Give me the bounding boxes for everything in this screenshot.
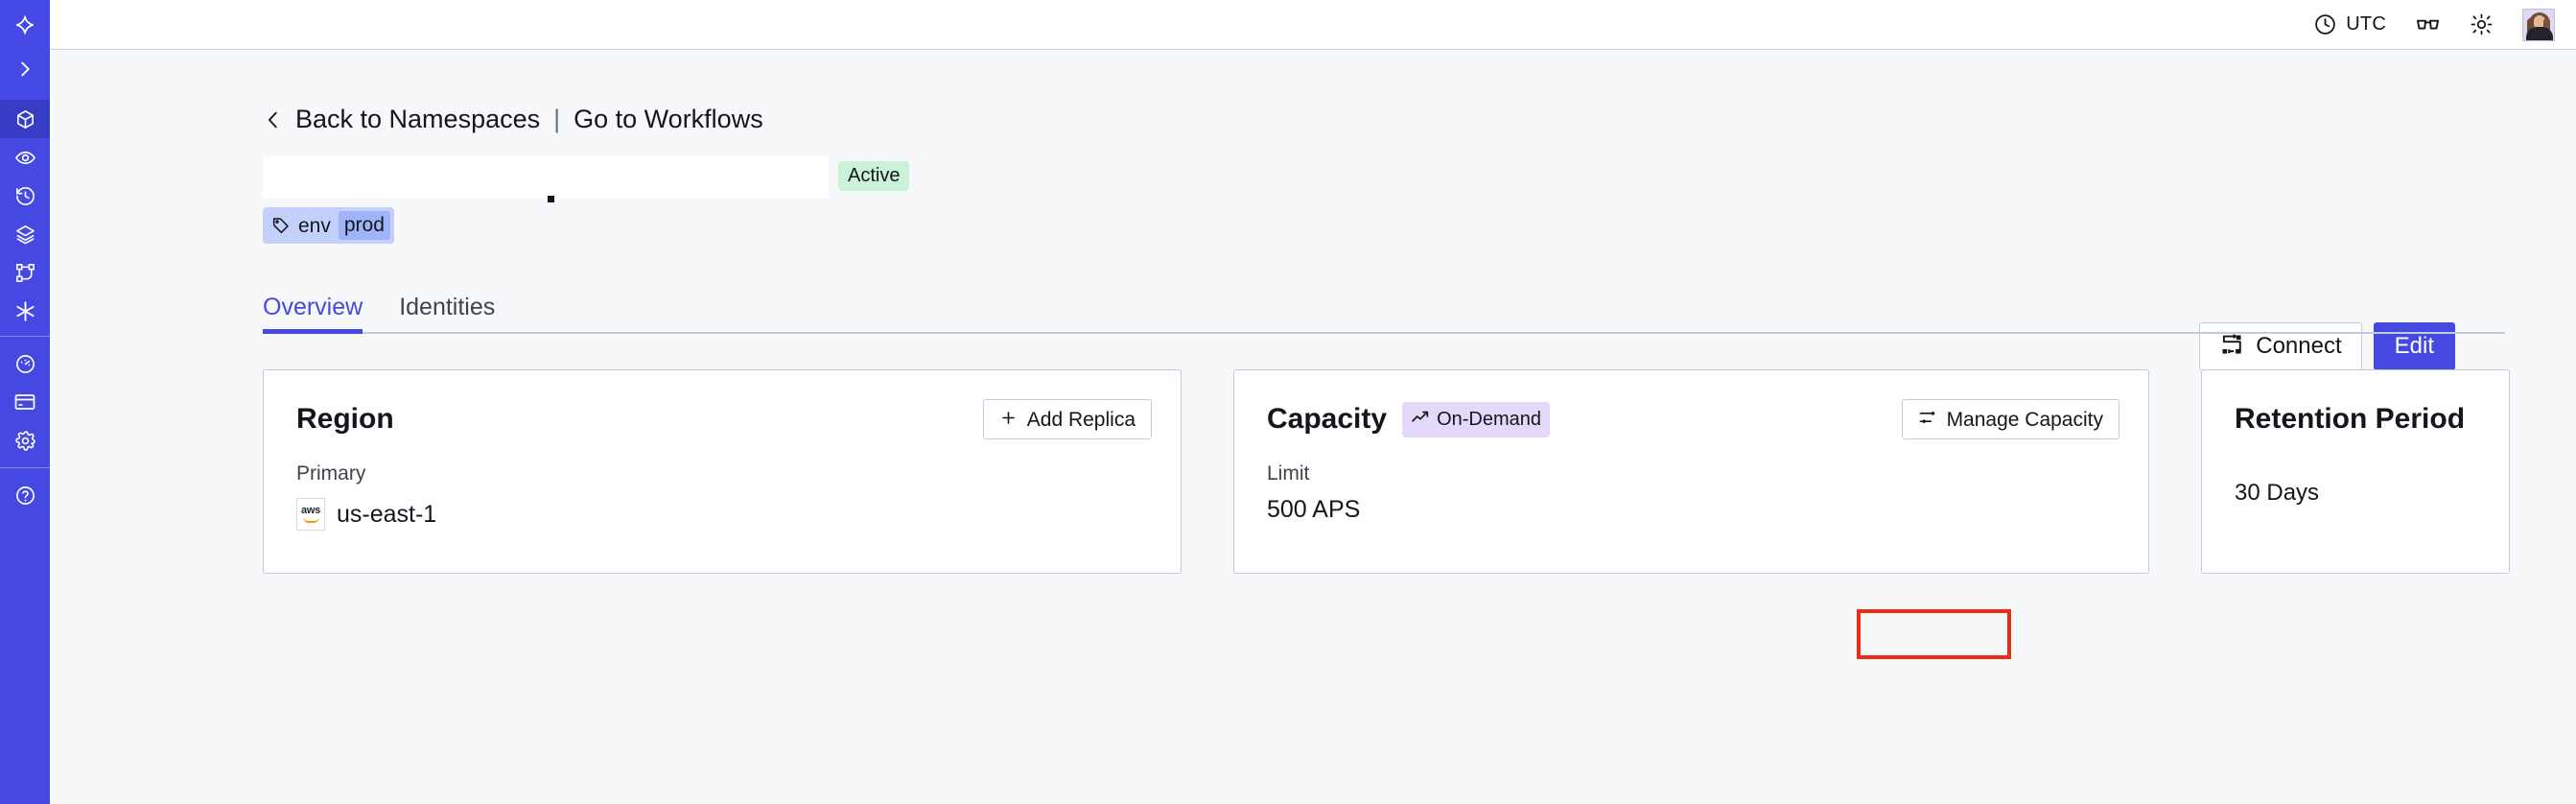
sidebar-divider-top bbox=[0, 336, 50, 337]
sliders-icon bbox=[1918, 408, 1937, 431]
region-card-title: Region bbox=[296, 403, 394, 435]
workflow-nodes-icon bbox=[14, 262, 36, 284]
add-replica-button[interactable]: Add Replica bbox=[982, 399, 1152, 439]
chevron-right-icon bbox=[14, 59, 35, 80]
sun-icon bbox=[2470, 12, 2494, 36]
overview-cards: Region Add Replica Primary aws bbox=[263, 369, 2576, 574]
aws-logo: aws bbox=[296, 498, 325, 531]
main-sidebar bbox=[0, 0, 50, 804]
sidebar-item-observability[interactable] bbox=[0, 138, 50, 177]
history-clock-icon bbox=[14, 185, 36, 207]
tab-identities[interactable]: Identities bbox=[399, 294, 496, 320]
theme-toggle-button[interactable] bbox=[2470, 12, 2494, 36]
glasses-icon bbox=[2415, 12, 2441, 37]
tab-bar: Overview Identities bbox=[263, 278, 2505, 334]
on-demand-badge: On-Demand bbox=[1402, 401, 1550, 437]
sidebar-item-expand-nav[interactable] bbox=[0, 50, 50, 88]
temporal-logo-icon bbox=[12, 12, 37, 37]
tag-value: prod bbox=[338, 211, 390, 240]
breadcrumb: Back to Namespaces | Go to Workflows bbox=[263, 105, 763, 134]
gauge-icon bbox=[14, 353, 36, 375]
sidebar-item-temporal-logo[interactable] bbox=[0, 0, 50, 50]
capacity-card-title: Capacity bbox=[1267, 403, 1388, 435]
region-value: us-east-1 bbox=[337, 500, 437, 528]
breadcrumb-workflows-link[interactable]: Go to Workflows bbox=[574, 105, 763, 133]
add-replica-label: Add Replica bbox=[1026, 408, 1136, 431]
sidebar-item-workflows[interactable] bbox=[0, 253, 50, 292]
sidebar-item-settings[interactable] bbox=[0, 421, 50, 460]
sidebar-item-namespaces[interactable] bbox=[0, 100, 50, 138]
sidebar-item-billing[interactable] bbox=[0, 383, 50, 421]
help-circle-icon bbox=[14, 485, 36, 507]
top-bar: UTC bbox=[50, 0, 2576, 50]
sidebar-item-history[interactable] bbox=[0, 177, 50, 215]
retention-card-header: Retention Period bbox=[2235, 395, 2480, 443]
region-card-header: Region Add Replica bbox=[296, 395, 1152, 443]
status-badge: Active bbox=[838, 161, 910, 191]
avatar[interactable] bbox=[2522, 8, 2555, 41]
tag-key: env bbox=[298, 214, 331, 237]
tab-overview[interactable]: Overview bbox=[263, 296, 363, 334]
edit-button[interactable]: Edit bbox=[2373, 322, 2455, 370]
asterisk-icon bbox=[13, 299, 37, 323]
region-value-row: aws us-east-1 bbox=[296, 498, 1152, 531]
retention-card-title: Retention Period bbox=[2235, 403, 2466, 435]
breadcrumb-back-link[interactable]: Back to Namespaces bbox=[295, 105, 541, 133]
connect-button[interactable]: Connect bbox=[2199, 322, 2362, 370]
breadcrumb-separator: | bbox=[553, 105, 561, 133]
tag-list: env prod bbox=[263, 207, 2576, 244]
capacity-card: Capacity On-Demand bbox=[1233, 369, 2149, 574]
retention-value: 30 Days bbox=[2235, 480, 2320, 506]
trending-up-icon bbox=[1411, 408, 1430, 431]
gear-icon bbox=[14, 430, 36, 452]
region-primary-label: Primary bbox=[296, 462, 366, 485]
credit-card-icon bbox=[13, 390, 36, 414]
connect-flow-icon bbox=[2219, 332, 2244, 362]
sidebar-item-help[interactable] bbox=[0, 476, 50, 514]
region-card: Region Add Replica Primary aws bbox=[263, 369, 1182, 574]
retention-card: Retention Period 30 Days bbox=[2201, 369, 2510, 574]
main-column: UTC bbox=[50, 0, 2576, 804]
cube-icon bbox=[14, 108, 36, 130]
plus-icon bbox=[999, 409, 1018, 431]
sidebar-item-usage[interactable] bbox=[0, 344, 50, 383]
namespace-header: Active bbox=[263, 155, 2576, 202]
page-content: Back to Namespaces | Go to Workflows Act… bbox=[50, 50, 2576, 804]
manage-capacity-label: Manage Capacity bbox=[1946, 408, 2103, 431]
sidebar-divider-bottom bbox=[0, 467, 50, 468]
chevron-left-icon[interactable] bbox=[263, 106, 284, 133]
action-highlight-box bbox=[1857, 609, 2011, 659]
layers-icon bbox=[14, 224, 36, 246]
connect-button-label: Connect bbox=[2256, 333, 2342, 359]
reader-mode-button[interactable] bbox=[2415, 12, 2441, 37]
page-title bbox=[263, 156, 829, 202]
sidebar-item-layers[interactable] bbox=[0, 215, 50, 253]
on-demand-badge-label: On-Demand bbox=[1437, 408, 1541, 430]
capacity-card-header: Capacity On-Demand bbox=[1267, 395, 2119, 443]
timezone-selector[interactable]: UTC bbox=[2313, 12, 2386, 36]
namespace-tag[interactable]: env prod bbox=[263, 207, 394, 244]
clock-icon bbox=[2313, 12, 2337, 36]
sidebar-item-integrations[interactable] bbox=[0, 292, 50, 330]
tag-icon bbox=[271, 216, 291, 235]
manage-capacity-button[interactable]: Manage Capacity bbox=[1901, 399, 2119, 439]
capacity-limit-label: Limit bbox=[1267, 462, 1310, 485]
capacity-value: 500 APS bbox=[1267, 496, 1361, 523]
header-actions: Connect Edit bbox=[2199, 322, 2455, 370]
timezone-label: UTC bbox=[2346, 13, 2386, 35]
eye-icon bbox=[14, 147, 36, 169]
edit-button-label: Edit bbox=[2394, 333, 2434, 359]
